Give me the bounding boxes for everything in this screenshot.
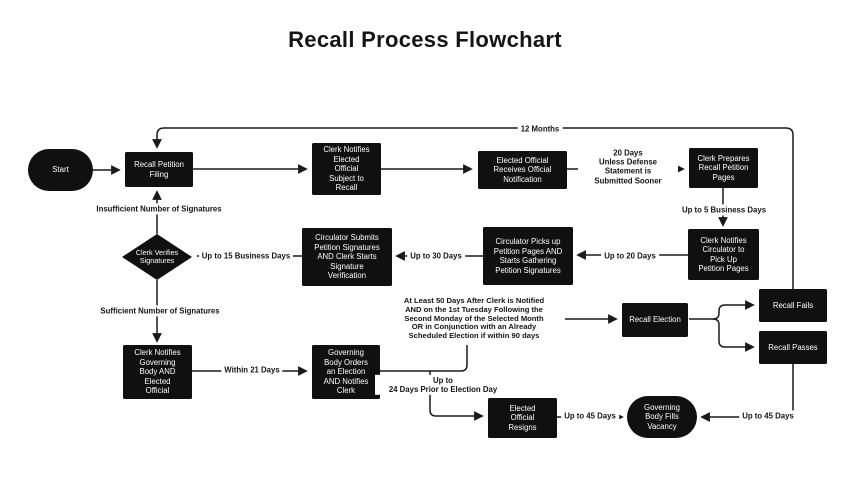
edge-fails-12-months-loop xyxy=(152,127,794,289)
edge-orders-to-annotation xyxy=(380,345,468,372)
node-recall-fails: Recall Fails xyxy=(759,289,827,322)
node-governing-body-orders-election: Governing Body Orders an Election AND No… xyxy=(312,345,380,399)
node-clerk-notifies-circulator: Clerk Notifies Circulator to Pick Up Pet… xyxy=(688,229,759,280)
edge-label-up-to-5-business-days: Up to 5 Business Days xyxy=(678,204,770,216)
edge-label-sufficient-signatures: Sufficient Number of Signatures xyxy=(97,305,223,317)
node-circulator-submits-petition-signatures: Circulator Submits Petition Signatures A… xyxy=(302,228,392,286)
node-elected-official-resigns: Elected Official Resigns xyxy=(488,398,557,438)
node-elected-official-receives-notification: Elected Official Receives Official Notif… xyxy=(478,151,567,189)
node-circulator-picks-up-petition-pages: Circulator Picks up Petition Pages AND S… xyxy=(483,227,573,285)
edge-label-insufficient-signatures: Insufficient Number of Signatures xyxy=(93,203,225,215)
edge-label-up-to-30-days: Up to 30 Days xyxy=(407,250,465,262)
edge-label-within-21-days: Within 21 Days xyxy=(221,364,283,376)
node-recall-petition-filing: Recall Petition Filing xyxy=(125,152,193,187)
edge-orders-to-resigns xyxy=(429,371,484,421)
edge-label-up-to-45-days-vacancy: Up to 45 Days xyxy=(739,410,797,422)
node-recall-passes: Recall Passes xyxy=(759,331,827,364)
edge-election-to-fails xyxy=(712,300,755,320)
node-governing-body-fills-vacancy: Governing Body Fills Vacancy xyxy=(627,396,697,438)
edge-label-up-to-15-business-days: Up to 15 Business Days xyxy=(198,250,294,262)
node-start: Start xyxy=(28,149,93,191)
edge-label-12-months: 12 Months xyxy=(517,123,563,135)
edge-election-to-passes xyxy=(712,318,755,352)
edge-label-up-to-20-days: Up to 20 Days xyxy=(601,250,659,262)
page-title: Recall Process Flowchart xyxy=(288,27,562,52)
node-clerk-notifies-governing-body: Clerk Notifies Governing Body AND Electe… xyxy=(123,345,192,399)
edge-label-20-days-unless-defense: 20 Days Unless Defense Statement is Subm… xyxy=(578,147,678,187)
node-clerk-prepares-recall-petition-pages: Clerk Prepares Recall Petition Pages xyxy=(689,148,758,188)
node-recall-election: Recall Election xyxy=(622,303,688,337)
edge-label-up-to-24-days-prior: Up to 24 Days Prior to Election Day xyxy=(375,374,511,396)
node-clerk-notifies-elected-official: Clerk Notifies Elected Official Subject … xyxy=(312,143,381,195)
edge-label-up-to-45-days-resign: Up to 45 Days xyxy=(561,410,619,422)
edge-passes-to-vacancy xyxy=(700,364,794,422)
edge-label-at-least-50-days: At Least 50 Days After Clerk is Notified… xyxy=(383,296,565,342)
